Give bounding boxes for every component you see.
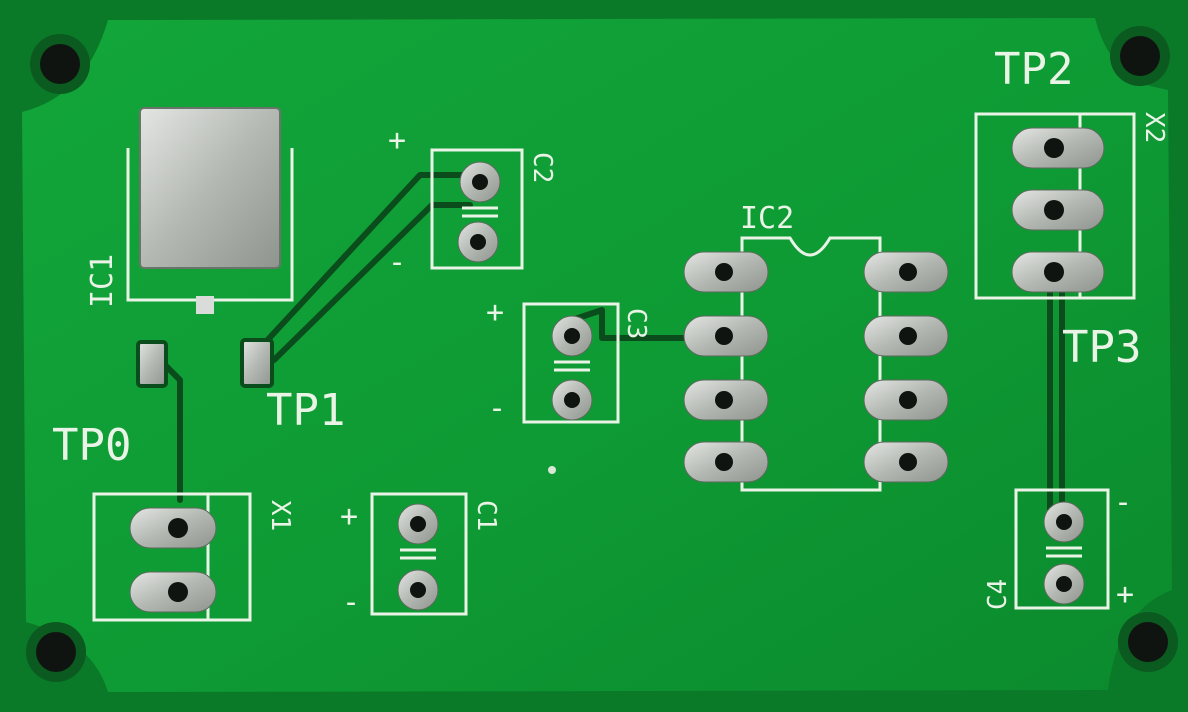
c3-plus-label: + [486,295,504,330]
tp3-label: TP3 [1062,322,1141,373]
c4-plus-label: + [1116,577,1134,612]
mounting-hole-bottom-left [26,622,86,682]
tp0-pad [136,340,168,388]
c3-capacitor: + - C3 [486,295,651,426]
x1-label: X1 [265,500,295,531]
ic2-dip8: IC2 [683,201,949,492]
tp2-label: TP2 [994,44,1073,95]
c4-capacitor: - + C4 [983,485,1134,612]
ic1-tab-pad [196,296,214,314]
c3-label: C3 [621,308,651,339]
solder-mask [22,18,1172,692]
tp1-label: TP1 [266,385,345,436]
c4-label: C4 [983,579,1013,610]
mounting-hole-top-left [30,34,90,94]
via [548,466,556,474]
c1-minus-label: - [342,585,360,620]
mounting-hole-bottom-right [1118,612,1178,672]
c2-minus-label: - [388,245,406,280]
tp1-pad [240,338,274,388]
ic1-pad [139,107,281,269]
ic2-label: IC2 [740,201,794,236]
mounting-hole-top-right [1110,26,1170,86]
x2-connector: X2 [974,112,1169,300]
c1-capacitor: + - C1 [340,492,501,620]
tp0-label: TP0 [52,420,131,471]
c3-minus-label: - [488,391,506,426]
c1-label: C1 [471,500,501,531]
c2-label: C2 [527,152,557,183]
c4-minus-label: - [1114,485,1132,520]
c2-plus-label: + [388,123,406,158]
ic1-footprint: IC1 [85,107,294,314]
c2-capacitor: + - C2 [388,123,557,280]
ic1-label: IC1 [85,254,120,308]
c1-plus-label: + [340,499,358,534]
x2-label: X2 [1139,112,1169,143]
x1-connector: X1 [92,492,295,622]
